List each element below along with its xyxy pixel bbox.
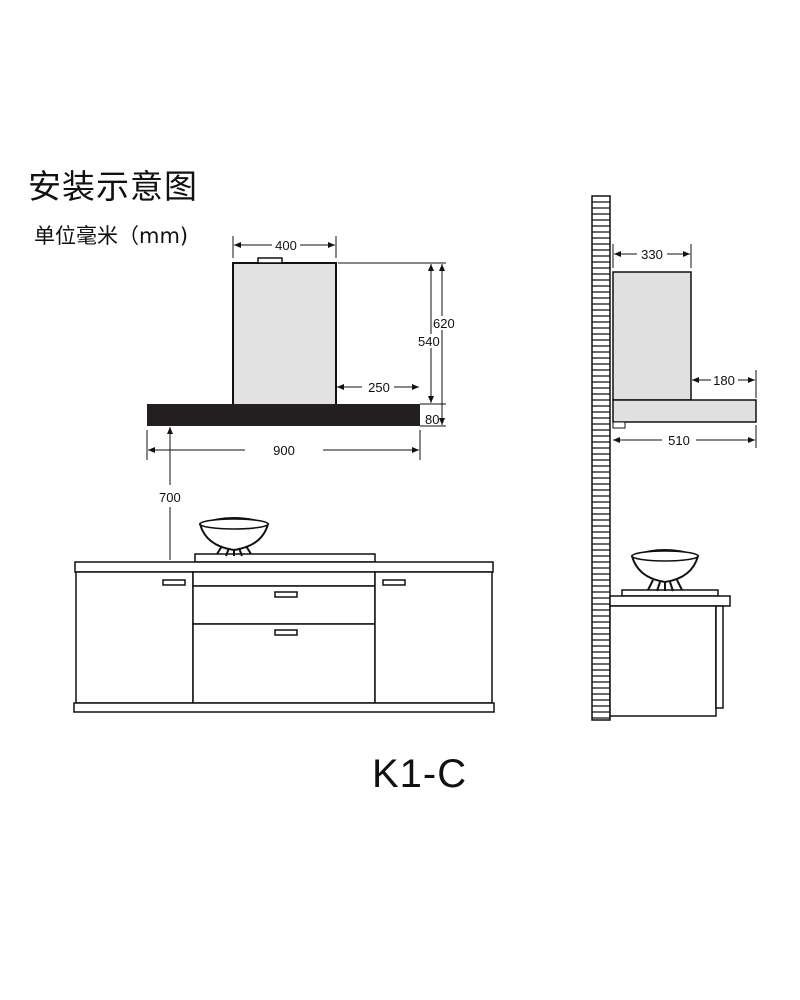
label-chimney-height: 540 bbox=[418, 334, 440, 349]
dim-chimney-width: 400 bbox=[232, 236, 337, 258]
side-canopy bbox=[612, 399, 757, 423]
front-cabinet bbox=[73, 561, 495, 713]
label-total-depth: 510 bbox=[668, 433, 690, 448]
front-chimney bbox=[232, 262, 337, 407]
side-view: 330 180 510 bbox=[591, 195, 757, 721]
label-chimney-width: 400 bbox=[275, 238, 297, 253]
front-gas-stove-with-wok bbox=[194, 517, 376, 563]
side-chimney bbox=[612, 271, 692, 401]
dim-canopy-overhang: 180 bbox=[692, 370, 757, 398]
diagram-title: 安装示意图 bbox=[28, 167, 198, 206]
label-canopy-width: 900 bbox=[273, 443, 295, 458]
dim-total-depth: 510 bbox=[613, 425, 757, 448]
front-view: 400 620 540 250 80 bbox=[73, 236, 495, 713]
side-cabinet bbox=[609, 595, 731, 717]
front-chimney-top-cap bbox=[257, 257, 283, 264]
label-mount-height: 700 bbox=[159, 490, 181, 505]
dim-canopy-width: 900 bbox=[146, 430, 421, 460]
label-chimney-offset: 250 bbox=[368, 380, 390, 395]
side-bracket bbox=[612, 421, 626, 429]
unit-note: 单位毫米（mm) bbox=[34, 224, 189, 248]
label-canopy-thickness: 80 bbox=[425, 412, 439, 427]
side-gas-stove-with-wok bbox=[621, 549, 719, 597]
label-total-height: 620 bbox=[433, 316, 455, 331]
dim-chimney-height: 540 bbox=[418, 264, 440, 403]
label-chimney-depth: 330 bbox=[641, 247, 663, 262]
front-canopy bbox=[147, 404, 420, 426]
dim-chimney-offset: 250 bbox=[337, 380, 419, 395]
label-canopy-overhang: 180 bbox=[713, 373, 735, 388]
dim-total-height: 620 bbox=[433, 264, 455, 425]
dim-canopy-thickness: 80 bbox=[420, 403, 446, 427]
wall bbox=[591, 195, 611, 721]
dim-mount-height: 700 bbox=[159, 427, 181, 560]
model-name: K1-C bbox=[372, 752, 468, 796]
dim-chimney-depth: 330 bbox=[612, 244, 692, 268]
